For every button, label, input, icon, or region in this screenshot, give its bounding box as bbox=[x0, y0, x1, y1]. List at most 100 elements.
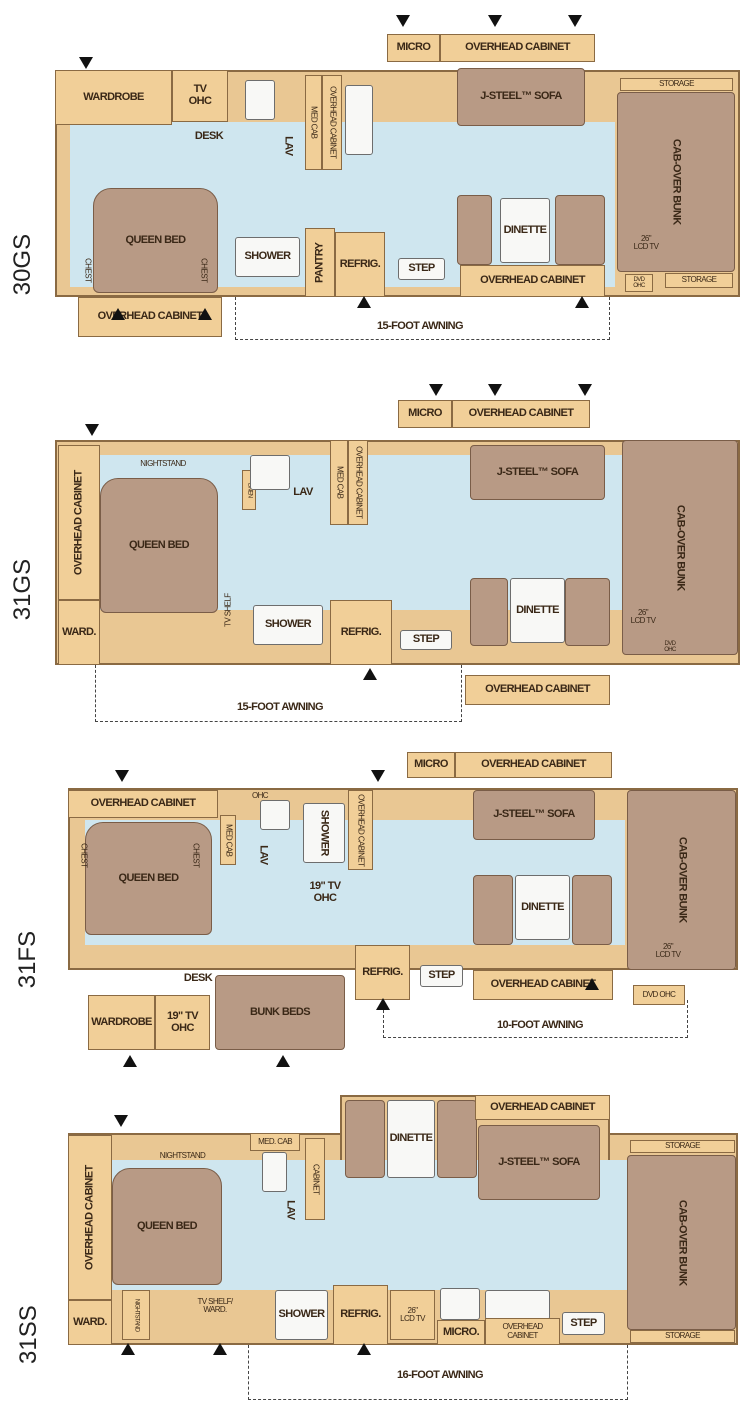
slide-out-marker-down-icon bbox=[488, 384, 502, 396]
desk-text: DESK bbox=[183, 972, 213, 985]
fixture bbox=[345, 1100, 385, 1178]
queen-bed: QUEEN BED bbox=[100, 478, 218, 613]
lcd-tv: 26" LCD TV bbox=[623, 606, 663, 628]
dvd-ohc-text: DVD OHC bbox=[664, 640, 676, 653]
storage-top-text: STORAGE bbox=[659, 79, 694, 89]
awning-label: 15-FOOT AWNING bbox=[180, 700, 380, 716]
fixture bbox=[250, 455, 290, 490]
dinette-text: DINETTE bbox=[389, 1132, 433, 1145]
ward-text: WARD. bbox=[62, 625, 96, 638]
chest-right: CHEST bbox=[196, 245, 210, 295]
dinette: DINETTE bbox=[500, 198, 550, 263]
dinette: DINETTE bbox=[387, 1100, 435, 1178]
awning-outline bbox=[235, 297, 610, 340]
overhead-cabinet-rear-text: OVERHEAD CABINET bbox=[72, 470, 85, 575]
overhead-cabinet-top: OVERHEAD CABINET bbox=[440, 34, 595, 62]
med-cab: MED CAB bbox=[330, 440, 348, 525]
step: STEP bbox=[420, 965, 463, 987]
dvd-ohc: DVD OHC bbox=[660, 640, 680, 654]
queen-bed: QUEEN BED bbox=[93, 188, 218, 293]
queen-bed: QUEEN BED bbox=[112, 1168, 222, 1285]
lcd-tv: 26" LCD TV bbox=[626, 232, 666, 254]
overhead-cabinet-rear: OVERHEAD CABINET bbox=[68, 790, 218, 818]
storage-bottom-text: STORAGE bbox=[681, 275, 717, 285]
dinette-text: DINETTE bbox=[516, 603, 559, 616]
micro: MICRO. bbox=[437, 1320, 485, 1345]
sofa: J-STEEL™ SOFA bbox=[473, 790, 595, 840]
slide-out-marker-down-icon bbox=[396, 15, 410, 27]
step-text: STEP bbox=[408, 262, 435, 275]
model-label: 30GS bbox=[5, 225, 41, 305]
overhead-cabinet-top: OVERHEAD CABINET bbox=[452, 400, 590, 428]
sofa-text: J-STEEL™ SOFA bbox=[496, 465, 579, 478]
med-cab-text: MED. CAB bbox=[258, 1136, 292, 1146]
overhead-cabinet-front: OVERHEAD CABINET bbox=[460, 265, 605, 297]
cab-over-bunk: CAB-OVER BUNK bbox=[622, 440, 738, 655]
slide-out-marker-down-icon bbox=[488, 15, 502, 27]
refrig: REFRIG. bbox=[355, 945, 410, 1000]
lcd-tv-text: 26" LCD TV bbox=[630, 607, 656, 625]
overhead-cabinet-front-text: OVERHEAD CABINET bbox=[490, 978, 596, 991]
overhead-cabinet-rear-text: OVERHEAD CABINET bbox=[97, 310, 203, 323]
bunk-beds: BUNK BEDS bbox=[215, 975, 345, 1050]
lav: LAV bbox=[255, 840, 271, 870]
tv-shelf: TV SHELF/ WARD. bbox=[188, 1290, 242, 1322]
tv-ohc: TV OHC bbox=[172, 70, 228, 122]
overhead-cabinet-bath: OVERHEAD CABINET bbox=[322, 75, 342, 170]
step-text: STEP bbox=[570, 1316, 597, 1329]
slide-out-marker-up-icon bbox=[121, 1343, 135, 1355]
storage-bottom: STORAGE bbox=[630, 1330, 735, 1343]
ward: WARD. bbox=[68, 1300, 112, 1345]
tv-ohc-bath: 19" TV OHC bbox=[298, 880, 352, 906]
lav-text: LAV bbox=[293, 486, 313, 499]
fixture bbox=[555, 195, 605, 265]
tv-shelf-text: TV SHELF bbox=[223, 593, 233, 627]
bunk-beds-text: BUNK BEDS bbox=[250, 1005, 311, 1018]
slide-out-marker-up-icon bbox=[357, 296, 371, 308]
shower-text: SHOWER bbox=[265, 618, 312, 631]
fixture bbox=[345, 85, 373, 155]
overhead-cabinet-rear-text: OVERHEAD CABINET bbox=[83, 1165, 96, 1270]
slide-out-marker-up-icon bbox=[585, 978, 599, 990]
ward-text: WARD. bbox=[73, 1315, 107, 1328]
awning-label: 15-FOOT AWNING bbox=[320, 318, 520, 336]
micro-text: MICRO bbox=[414, 758, 448, 771]
cab-over-bunk-text: CAB-OVER BUNK bbox=[676, 1199, 689, 1286]
queen-bed: QUEEN BED bbox=[85, 822, 212, 935]
nightstand-bottom: NIGHTSTAND bbox=[122, 1290, 150, 1340]
awning-label-text: 16-FOOT AWNING bbox=[397, 1369, 484, 1382]
model-label-text: 31FS bbox=[14, 931, 42, 989]
awning-label: 16-FOOT AWNING bbox=[340, 1368, 540, 1384]
fixture bbox=[470, 578, 508, 646]
pantry: PANTRY bbox=[305, 228, 335, 297]
step-text: STEP bbox=[412, 633, 440, 646]
desk-text: DESK bbox=[194, 130, 224, 143]
refrig: REFRIG. bbox=[330, 600, 392, 665]
slide-out-marker-up-icon bbox=[575, 296, 589, 308]
awning-label-text: 10-FOOT AWNING bbox=[497, 1019, 584, 1032]
micro-text: MICRO. bbox=[442, 1325, 480, 1338]
fixture bbox=[572, 875, 612, 945]
overhead-cabinet-bath-text: OVERHEAD CABINET bbox=[354, 446, 364, 519]
storage-bottom: STORAGE bbox=[665, 273, 733, 288]
step: STEP bbox=[562, 1312, 605, 1335]
chest-left: CHEST bbox=[76, 835, 90, 875]
lcd-tv: 26" LCD TV bbox=[648, 940, 688, 962]
micro-text: MICRO bbox=[408, 407, 442, 420]
dinette: DINETTE bbox=[510, 578, 565, 643]
desk: DESK bbox=[178, 972, 218, 986]
cab-over-bunk-text: CAB-OVER BUNK bbox=[670, 139, 683, 225]
shower-text: SHOWER bbox=[244, 250, 292, 263]
lav: LAV bbox=[282, 1195, 298, 1225]
med-cab: MED CAB bbox=[305, 75, 322, 170]
slide-out-marker-down-icon bbox=[79, 57, 93, 69]
storage-bottom-text: STORAGE bbox=[665, 1331, 700, 1341]
refrig: REFRIG. bbox=[335, 232, 385, 297]
fixture bbox=[440, 1288, 480, 1320]
cab-over-bunk-text: CAB-OVER BUNK bbox=[674, 504, 687, 591]
queen-bed-text: QUEEN BED bbox=[137, 1219, 198, 1232]
sofa: J-STEEL™ SOFA bbox=[470, 445, 605, 500]
wardrobe-text: WARDROBE bbox=[91, 1015, 152, 1028]
chest-left-text: CHEST bbox=[83, 257, 93, 283]
shower: SHOWER bbox=[303, 803, 345, 863]
